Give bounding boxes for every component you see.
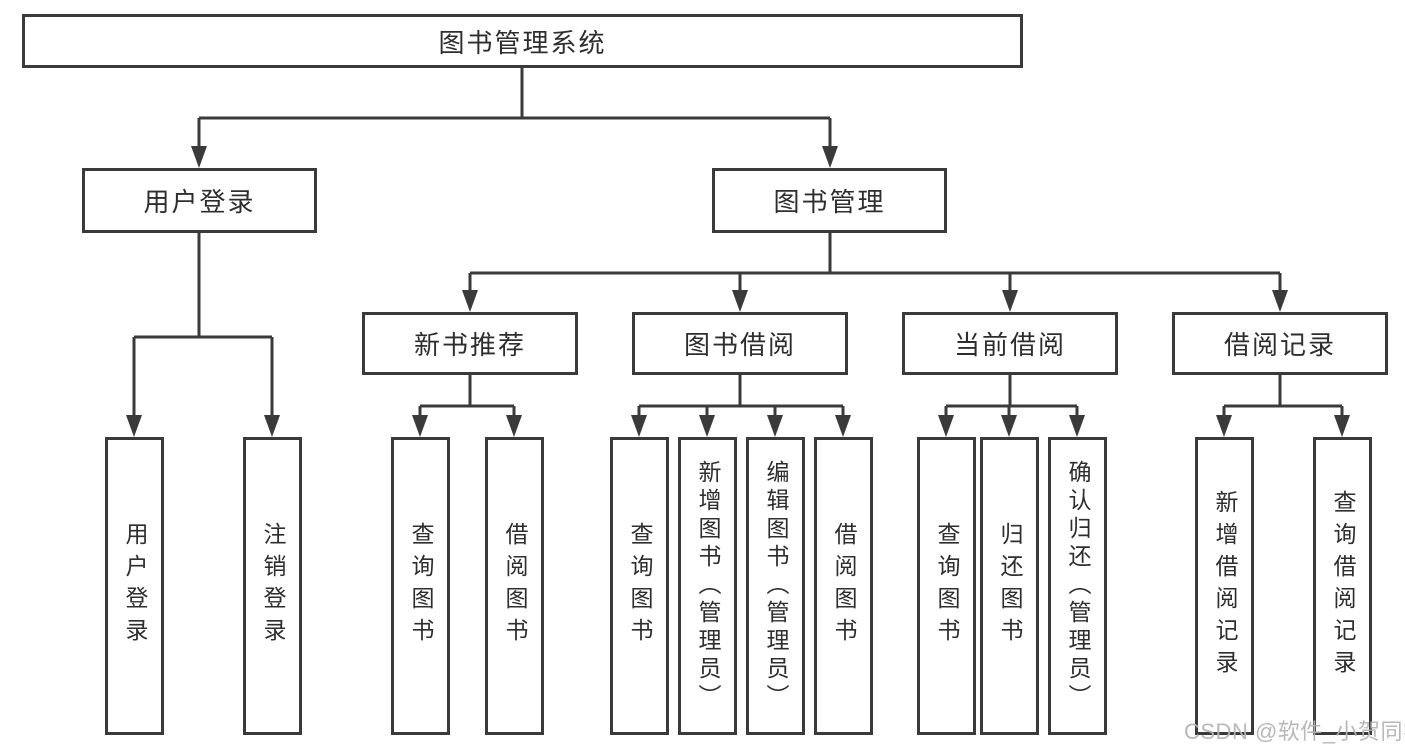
leaf-records-add-record: 新增借阅记录 (1195, 437, 1254, 735)
connector-user-login (132, 233, 274, 418)
node-library-system-label: 图书管理系统 (438, 27, 607, 58)
leaf-newbook-borrow-books-label: 借阅图书 (502, 522, 528, 650)
leaf-borrow-add-books-admin: 新增图书（管理员） (678, 437, 737, 735)
leaf-current-confirm-return-admin-label: 确认归还（管理员） (1065, 460, 1091, 712)
leaf-logout-label: 注销登录 (260, 522, 286, 650)
leaf-current-query-books: 查询图书 (917, 437, 976, 735)
leaf-current-return-books-label: 归还图书 (997, 522, 1023, 650)
leaf-borrow-edit-books-admin-label: 编辑图书（管理员） (763, 460, 789, 712)
connector-book-borrow (637, 375, 845, 418)
node-borrow-records: 借阅记录 (1172, 312, 1388, 375)
connector-new-book (418, 375, 516, 418)
node-book-borrow: 图书借阅 (632, 312, 848, 375)
leaf-borrow-query-books: 查询图书 (610, 437, 669, 735)
node-current-borrow-label: 当前借阅 (953, 330, 1066, 360)
leaf-current-query-books-label: 查询图书 (934, 522, 960, 650)
leaf-records-query-record-label: 查询借阅记录 (1330, 490, 1356, 682)
leaf-newbook-borrow-books: 借阅图书 (485, 437, 544, 735)
leaf-newbook-query-books: 查询图书 (391, 437, 450, 735)
connector-current-borrow (944, 375, 1079, 418)
leaf-user-login: 用户登录 (105, 437, 164, 735)
leaf-borrow-borrow-books: 借阅图书 (814, 437, 873, 735)
leaf-current-confirm-return-admin: 确认归还（管理员） (1048, 437, 1107, 735)
leaf-records-query-record: 查询借阅记录 (1313, 437, 1372, 735)
node-book-management: 图书管理 (712, 168, 947, 233)
node-user-login-label: 用户登录 (143, 187, 256, 217)
arrowhead-icons (126, 146, 1350, 437)
leaf-borrow-add-books-admin-label: 新增图书（管理员） (695, 460, 721, 712)
node-new-book-recommend: 新书推荐 (362, 312, 578, 375)
node-borrow-records-label: 借阅记录 (1223, 330, 1336, 360)
leaf-records-add-record-label: 新增借阅记录 (1212, 490, 1238, 682)
node-new-book-recommend-label: 新书推荐 (413, 330, 526, 360)
csdn-watermark: CSDN @软件_小贺同学 (1184, 719, 1405, 744)
leaf-current-return-books: 归还图书 (980, 437, 1039, 735)
node-user-login: 用户登录 (82, 168, 317, 233)
connector-borrow-records (1222, 375, 1344, 418)
node-book-borrow-label: 图书借阅 (683, 330, 796, 360)
leaf-logout: 注销登录 (243, 437, 302, 735)
connector-book-mgmt (468, 233, 1282, 295)
leaf-user-login-label: 用户登录 (122, 522, 148, 650)
leaf-newbook-query-books-label: 查询图书 (408, 522, 434, 650)
leaf-borrow-edit-books-admin: 编辑图书（管理员） (746, 437, 805, 735)
leaf-borrow-query-books-label: 查询图书 (627, 522, 653, 650)
node-current-borrow: 当前借阅 (902, 312, 1118, 375)
leaf-borrow-borrow-books-label: 借阅图书 (831, 522, 857, 650)
node-book-management-label: 图书管理 (773, 187, 886, 217)
node-library-system: 图书管理系统 (22, 14, 1023, 68)
connector-root (197, 66, 832, 150)
